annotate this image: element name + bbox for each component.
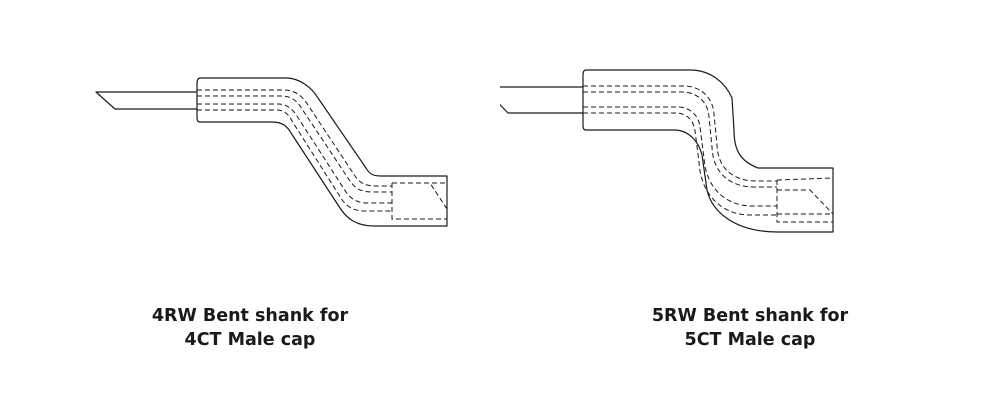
- blade-tip: [95, 91, 197, 110]
- cap-socket: [776, 177, 834, 223]
- channel-line-4: [197, 109, 392, 212]
- channel-line-2: [197, 95, 392, 193]
- shank-body: [582, 69, 834, 233]
- figure-caption: 5RW Bent shank for 5CT Male cap: [500, 304, 1000, 352]
- channel-line-3: [583, 106, 777, 207]
- caption-line-2: 5CT Male cap: [684, 330, 816, 350]
- caption-line-1: 5RW Bent shank for: [651, 306, 849, 326]
- blade-tip: [500, 86, 583, 114]
- bent-shank-5rw-drawing: [500, 69, 834, 233]
- bent-shank-4rw-drawing: [95, 77, 448, 227]
- cap-socket: [391, 182, 448, 220]
- figure-4rw-bent-shank: 4RW Bent shank for 4CT Male cap: [0, 77, 500, 352]
- figure-5rw-bent-shank: 5RW Bent shank for 5CT Male cap: [500, 0, 1000, 400]
- channel-line-1: [583, 85, 777, 182]
- shank-body: [196, 77, 448, 227]
- figure-caption: 4RW Bent shank for 4CT Male cap: [0, 304, 500, 352]
- channel-line-4: [583, 112, 777, 216]
- channel-line-2: [583, 91, 777, 188]
- caption-line-2: 4CT Male cap: [184, 330, 316, 350]
- channel-line-3: [197, 103, 392, 204]
- caption-line-1: 4RW Bent shank for: [151, 306, 349, 326]
